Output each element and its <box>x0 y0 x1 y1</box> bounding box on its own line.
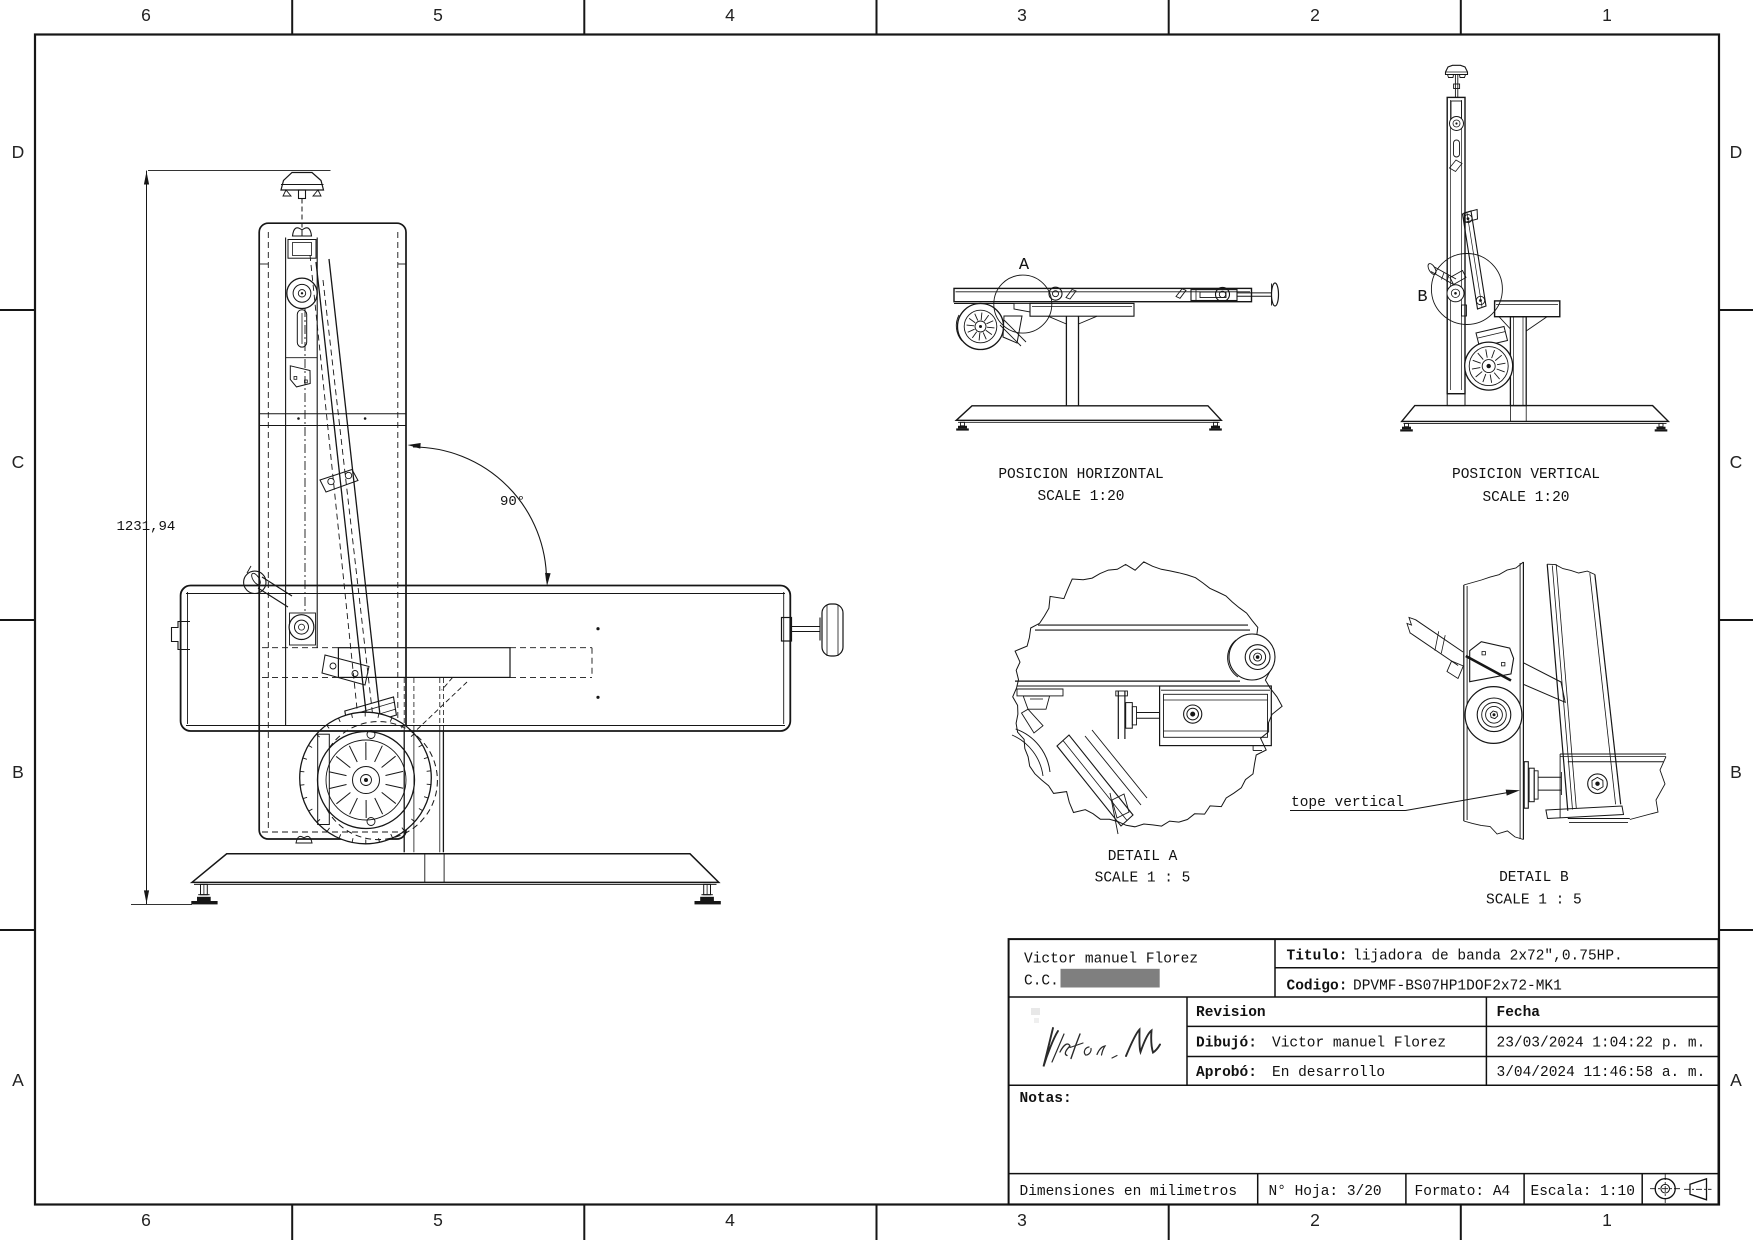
svg-text:A: A <box>1019 256 1030 275</box>
svg-text:Notas:: Notas: <box>1020 1091 1072 1107</box>
svg-text:En desarrollo: En desarrollo <box>1272 1065 1385 1081</box>
svg-text:tope vertical: tope vertical <box>1291 795 1404 811</box>
svg-text:N° Hoja: 3/20: N° Hoja: 3/20 <box>1269 1184 1382 1200</box>
svg-text:C: C <box>1730 452 1743 472</box>
svg-text:SCALE 1 : 5: SCALE 1 : 5 <box>1095 871 1191 887</box>
svg-text:90°: 90° <box>500 494 525 510</box>
svg-text:SCALE 1:20: SCALE 1:20 <box>1482 490 1569 506</box>
svg-text:1: 1 <box>1602 1210 1612 1230</box>
svg-text:B: B <box>1417 288 1427 307</box>
svg-text:3: 3 <box>1017 5 1027 25</box>
svg-text:C: C <box>12 452 25 472</box>
svg-text:Codigo:: Codigo: <box>1287 979 1348 995</box>
svg-text:DPVMF-BS07HP1DOF2x72-MK1: DPVMF-BS07HP1DOF2x72-MK1 <box>1353 979 1562 995</box>
svg-text:Escala: 1:10: Escala: 1:10 <box>1531 1184 1635 1200</box>
svg-text:Revision: Revision <box>1196 1005 1266 1021</box>
svg-text:6: 6 <box>141 5 151 25</box>
svg-text:DETAIL A: DETAIL A <box>1108 849 1178 865</box>
svg-text:2: 2 <box>1310 1210 1320 1230</box>
svg-text:D: D <box>1730 142 1743 162</box>
svg-text:23/03/2024 1:04:22 p. m.: 23/03/2024 1:04:22 p. m. <box>1497 1036 1706 1052</box>
svg-text:4: 4 <box>725 5 735 25</box>
svg-text:Titulo:: Titulo: <box>1287 949 1348 965</box>
svg-text:6: 6 <box>141 1210 151 1230</box>
svg-text:Aprobó:: Aprobó: <box>1196 1065 1257 1081</box>
svg-text:Victor manuel Florez: Victor manuel Florez <box>1272 1036 1446 1052</box>
svg-text:Formato: A4: Formato: A4 <box>1415 1184 1511 1200</box>
svg-text:1231,94: 1231,94 <box>117 519 176 535</box>
svg-text:POSICION HORIZONTAL: POSICION HORIZONTAL <box>998 467 1163 483</box>
svg-text:Dimensiones en milimetros: Dimensiones en milimetros <box>1020 1184 1238 1200</box>
svg-text:2: 2 <box>1310 5 1320 25</box>
svg-text:A: A <box>12 1070 24 1090</box>
svg-text:POSICION VERTICAL: POSICION VERTICAL <box>1452 467 1600 483</box>
svg-text:Dibujó:: Dibujó: <box>1196 1036 1257 1052</box>
svg-text:Victor manuel Florez: Victor manuel Florez <box>1024 952 1198 968</box>
svg-text:D: D <box>12 142 25 162</box>
svg-text:5: 5 <box>433 5 443 25</box>
svg-text:C.C.: C.C. <box>1024 974 1059 990</box>
svg-text:SCALE 1:20: SCALE 1:20 <box>1037 489 1124 505</box>
svg-text:5: 5 <box>433 1210 443 1230</box>
svg-text:1: 1 <box>1602 5 1612 25</box>
svg-text:A: A <box>1730 1070 1742 1090</box>
svg-text:B: B <box>12 762 24 782</box>
svg-text:4: 4 <box>725 1210 735 1230</box>
svg-text:lijadora de banda 2x72",0.75HP: lijadora de banda 2x72",0.75HP. <box>1353 949 1623 965</box>
svg-text:DETAIL B: DETAIL B <box>1499 870 1569 886</box>
svg-text:3: 3 <box>1017 1210 1027 1230</box>
svg-text:SCALE 1 : 5: SCALE 1 : 5 <box>1486 893 1582 909</box>
svg-text:3/04/2024 11:46:58 a. m.: 3/04/2024 11:46:58 a. m. <box>1497 1065 1706 1081</box>
svg-text:B: B <box>1730 762 1742 782</box>
svg-text:Fecha: Fecha <box>1497 1005 1541 1021</box>
